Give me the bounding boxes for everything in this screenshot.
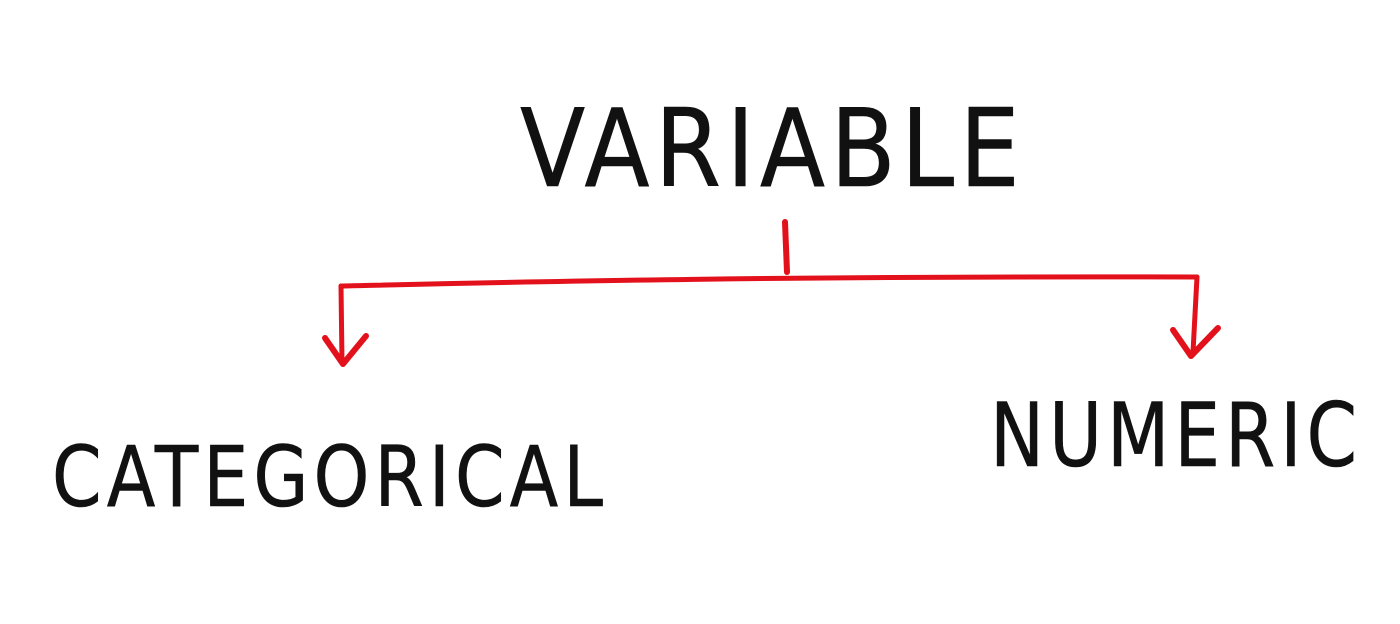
child-node-label: NUMERIC: [990, 384, 1362, 487]
child-node-label: CATEGORICAL: [52, 428, 608, 526]
tree-connector: [338, 219, 1200, 365]
connector-crossbar: [338, 274, 1200, 289]
root-node: VARIABLE: [520, 87, 1025, 213]
connector-right-drop: [1190, 274, 1200, 355]
child-node-numeric: NUMERIC: [990, 384, 1362, 488]
connector-left-drop: [338, 283, 345, 365]
connector-stem: [782, 219, 790, 275]
left-arrowhead-icon: [322, 333, 369, 367]
right-arrowhead-icon: [1170, 325, 1221, 359]
child-node-categorical: CATEGORICAL: [52, 428, 608, 527]
root-node-label: VARIABLE: [520, 87, 1025, 212]
